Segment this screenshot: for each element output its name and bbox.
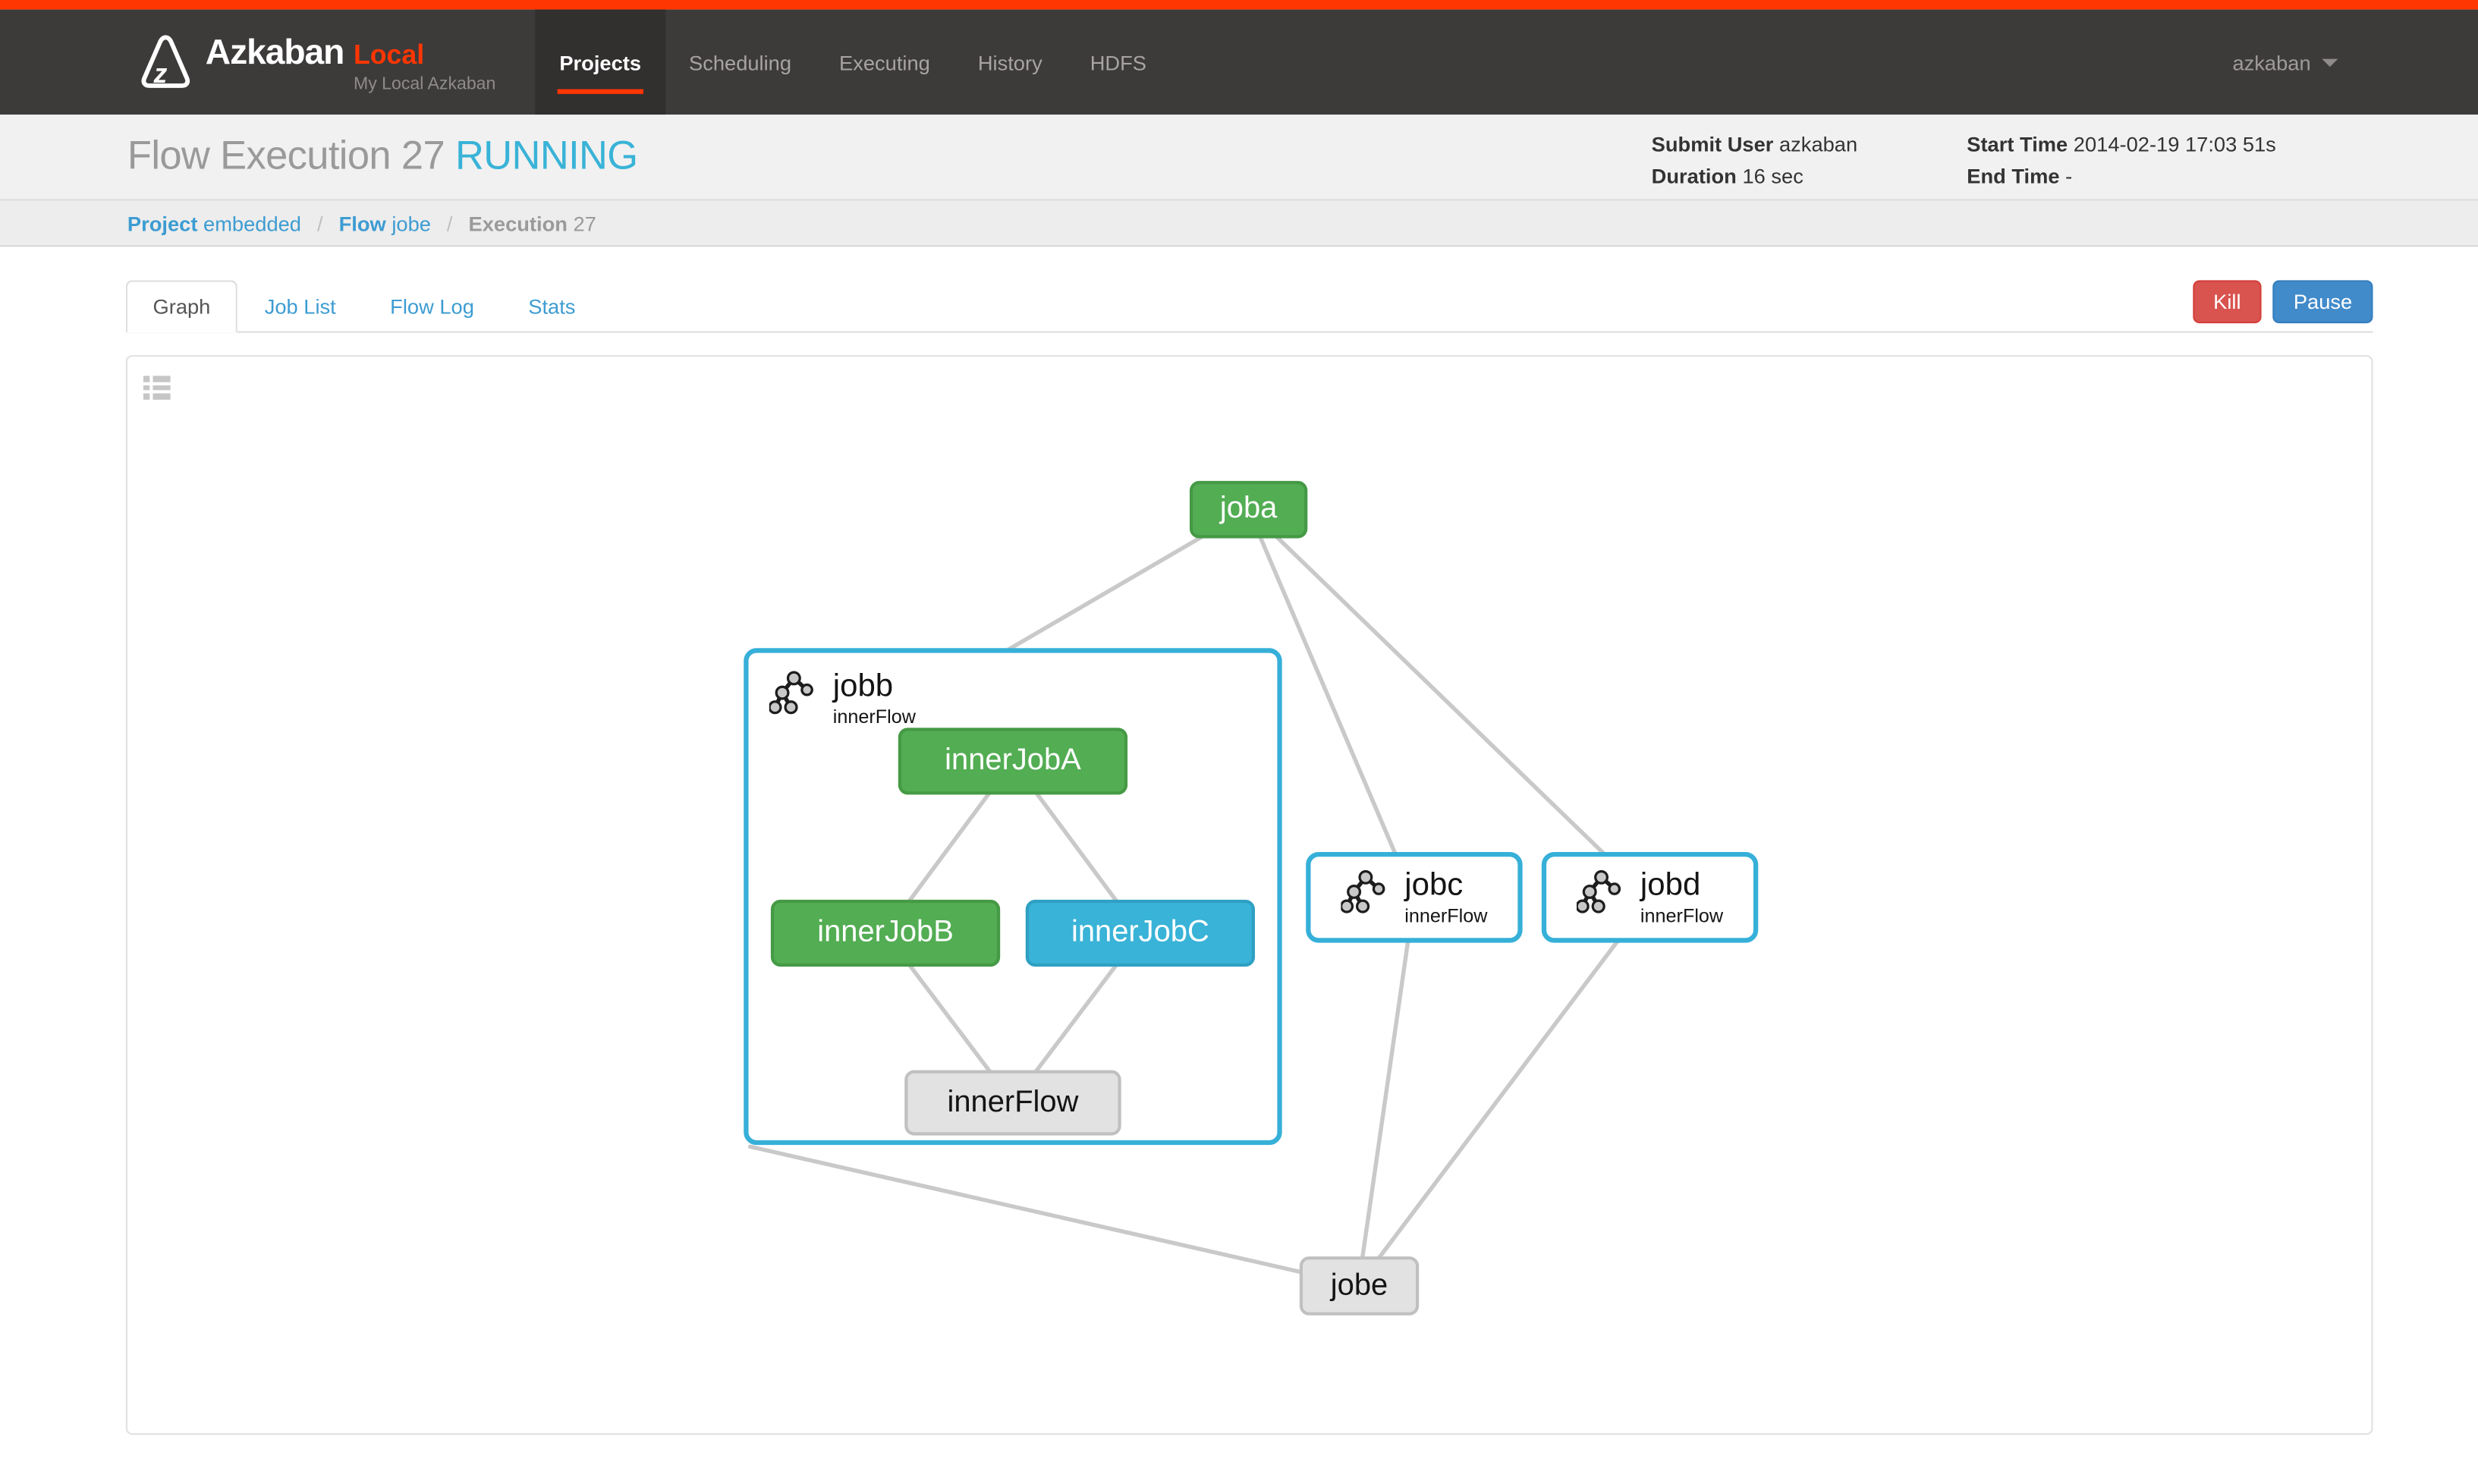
user-menu[interactable]: azkaban bbox=[2232, 10, 2338, 115]
brand-accent: Local bbox=[353, 39, 425, 70]
nav-item-scheduling[interactable]: Scheduling bbox=[665, 10, 816, 115]
svg-text:z: z bbox=[153, 58, 168, 88]
stat-submit-user: Submit User azkaban bbox=[1652, 129, 1857, 161]
stat-value: 16 sec bbox=[1736, 164, 1803, 188]
breadcrumb-value: 27 bbox=[567, 211, 596, 235]
edge-jobc-to-jobe bbox=[1356, 896, 1417, 1287]
execution-id: 27 bbox=[401, 134, 445, 179]
stat-label: Duration bbox=[1651, 164, 1737, 188]
nav-item-label: HDFS bbox=[1090, 50, 1146, 74]
navbar-items: Projects Scheduling Executing History HDFS bbox=[535, 9, 1171, 115]
kill-button[interactable]: Kill bbox=[2192, 280, 2262, 324]
breadcrumb-label: Execution bbox=[468, 211, 568, 235]
flow-icon bbox=[768, 671, 819, 723]
tabs: Graph Job List Flow Log Stats bbox=[125, 280, 2373, 333]
nav-item-label: Executing bbox=[839, 50, 930, 74]
breadcrumb-separator: / bbox=[316, 211, 323, 235]
tab-stats[interactable]: Stats bbox=[528, 294, 576, 319]
stat-value: - bbox=[2059, 164, 2073, 188]
nav-item-hdfs[interactable]: HDFS bbox=[1066, 10, 1170, 115]
breadcrumb-item-flow[interactable]: Flow jobe bbox=[339, 211, 431, 234]
breadcrumb-item-project[interactable]: Project embedded bbox=[127, 211, 301, 234]
stat-duration: Duration 16 sec bbox=[1652, 161, 1857, 193]
stat-label: End Time bbox=[1967, 164, 2060, 188]
breadcrumb-label: Flow bbox=[338, 211, 386, 235]
azkaban-logo-icon: z bbox=[140, 33, 191, 92]
flow-execution-label: Flow Execution bbox=[127, 134, 392, 179]
node-joba[interactable]: joba bbox=[1189, 480, 1308, 539]
flow-icon bbox=[1339, 869, 1390, 921]
stat-start-time: Start Time 2014-02-19 17:03 51s bbox=[1967, 129, 2276, 161]
node-innerJobC[interactable]: innerJobC bbox=[1025, 899, 1256, 967]
node-innerFlow[interactable]: innerFlow bbox=[904, 1070, 1121, 1136]
nav-item-label: History bbox=[977, 50, 1042, 74]
node-jobe[interactable]: jobe bbox=[1299, 1256, 1420, 1316]
brand-title: Azkaban bbox=[205, 30, 345, 71]
flow-subtitle: innerFlow bbox=[1404, 904, 1488, 926]
page-title: Flow Execution 27 RUNNING bbox=[127, 134, 638, 180]
node-innerJobA[interactable]: innerJobA bbox=[898, 728, 1128, 795]
flow-title: jobc bbox=[1404, 866, 1464, 903]
user-name: azkaban bbox=[2232, 50, 2311, 74]
tabs-row: Graph Job List Flow Log Stats Kill Pause bbox=[125, 280, 2373, 333]
nav-item-history[interactable]: History bbox=[954, 10, 1066, 115]
breadcrumb-value: jobe bbox=[385, 211, 431, 235]
brand[interactable]: z Azkaban Local My Local Azkaban bbox=[0, 10, 495, 115]
tab-actions: Kill Pause bbox=[2192, 280, 2373, 324]
flow-subtitle: innerFlow bbox=[1640, 904, 1724, 926]
stat-value: azkaban bbox=[1773, 132, 1858, 156]
caret-down-icon bbox=[2322, 58, 2338, 67]
nav-item-label: Scheduling bbox=[689, 50, 792, 74]
breadcrumb-item-execution: Execution 27 bbox=[469, 211, 596, 234]
content: Graph Job List Flow Log Stats Kill Pause jo… bbox=[0, 247, 2478, 1435]
flow-title: jobd bbox=[1640, 866, 1701, 903]
stat-end-time: End Time - bbox=[1967, 161, 2276, 193]
brand-subtitle: My Local Azkaban bbox=[353, 74, 496, 93]
edge-joba-to-jobc bbox=[1246, 507, 1417, 901]
nav-item-projects[interactable]: Projects bbox=[535, 9, 665, 115]
edge-jobb-to-jobe bbox=[747, 1144, 1361, 1287]
flow-title: jobb bbox=[832, 668, 894, 704]
edge-jobd-to-jobe bbox=[1356, 896, 1653, 1287]
flow-subtitle: innerFlow bbox=[832, 705, 916, 728]
breadcrumb-separator: / bbox=[446, 211, 453, 235]
tab-job-list[interactable]: Job List bbox=[264, 294, 336, 319]
stat-label: Start Time bbox=[1967, 132, 2068, 156]
status-badge: RUNNING bbox=[455, 134, 638, 179]
tab-flow-log[interactable]: Flow Log bbox=[390, 294, 474, 319]
page-header: Flow Execution 27 RUNNING Submit User az… bbox=[0, 115, 2478, 201]
tab-graph[interactable]: Graph bbox=[125, 280, 238, 333]
breadcrumb-value: embedded bbox=[197, 211, 302, 235]
breadcrumb: Project embedded / Flow jobe / Execution 27 bbox=[0, 200, 2478, 247]
list-view-icon[interactable] bbox=[143, 376, 171, 399]
stat-value: 2014-02-19 17:03 51s bbox=[2068, 132, 2276, 156]
active-nav-underline bbox=[558, 89, 643, 94]
flow-icon bbox=[1575, 869, 1626, 921]
nav-item-label: Projects bbox=[559, 50, 642, 74]
edge-joba-to-jobd bbox=[1246, 507, 1653, 901]
top-accent-bar bbox=[0, 0, 2478, 10]
navbar: z Azkaban Local My Local Azkaban Project… bbox=[0, 9, 2478, 115]
pause-button[interactable]: Pause bbox=[2272, 280, 2373, 324]
stat-label: Submit User bbox=[1651, 132, 1774, 156]
node-innerJobB[interactable]: innerJobB bbox=[770, 899, 1001, 967]
breadcrumb-label: Project bbox=[127, 211, 198, 235]
nav-item-executing[interactable]: Executing bbox=[816, 10, 954, 115]
